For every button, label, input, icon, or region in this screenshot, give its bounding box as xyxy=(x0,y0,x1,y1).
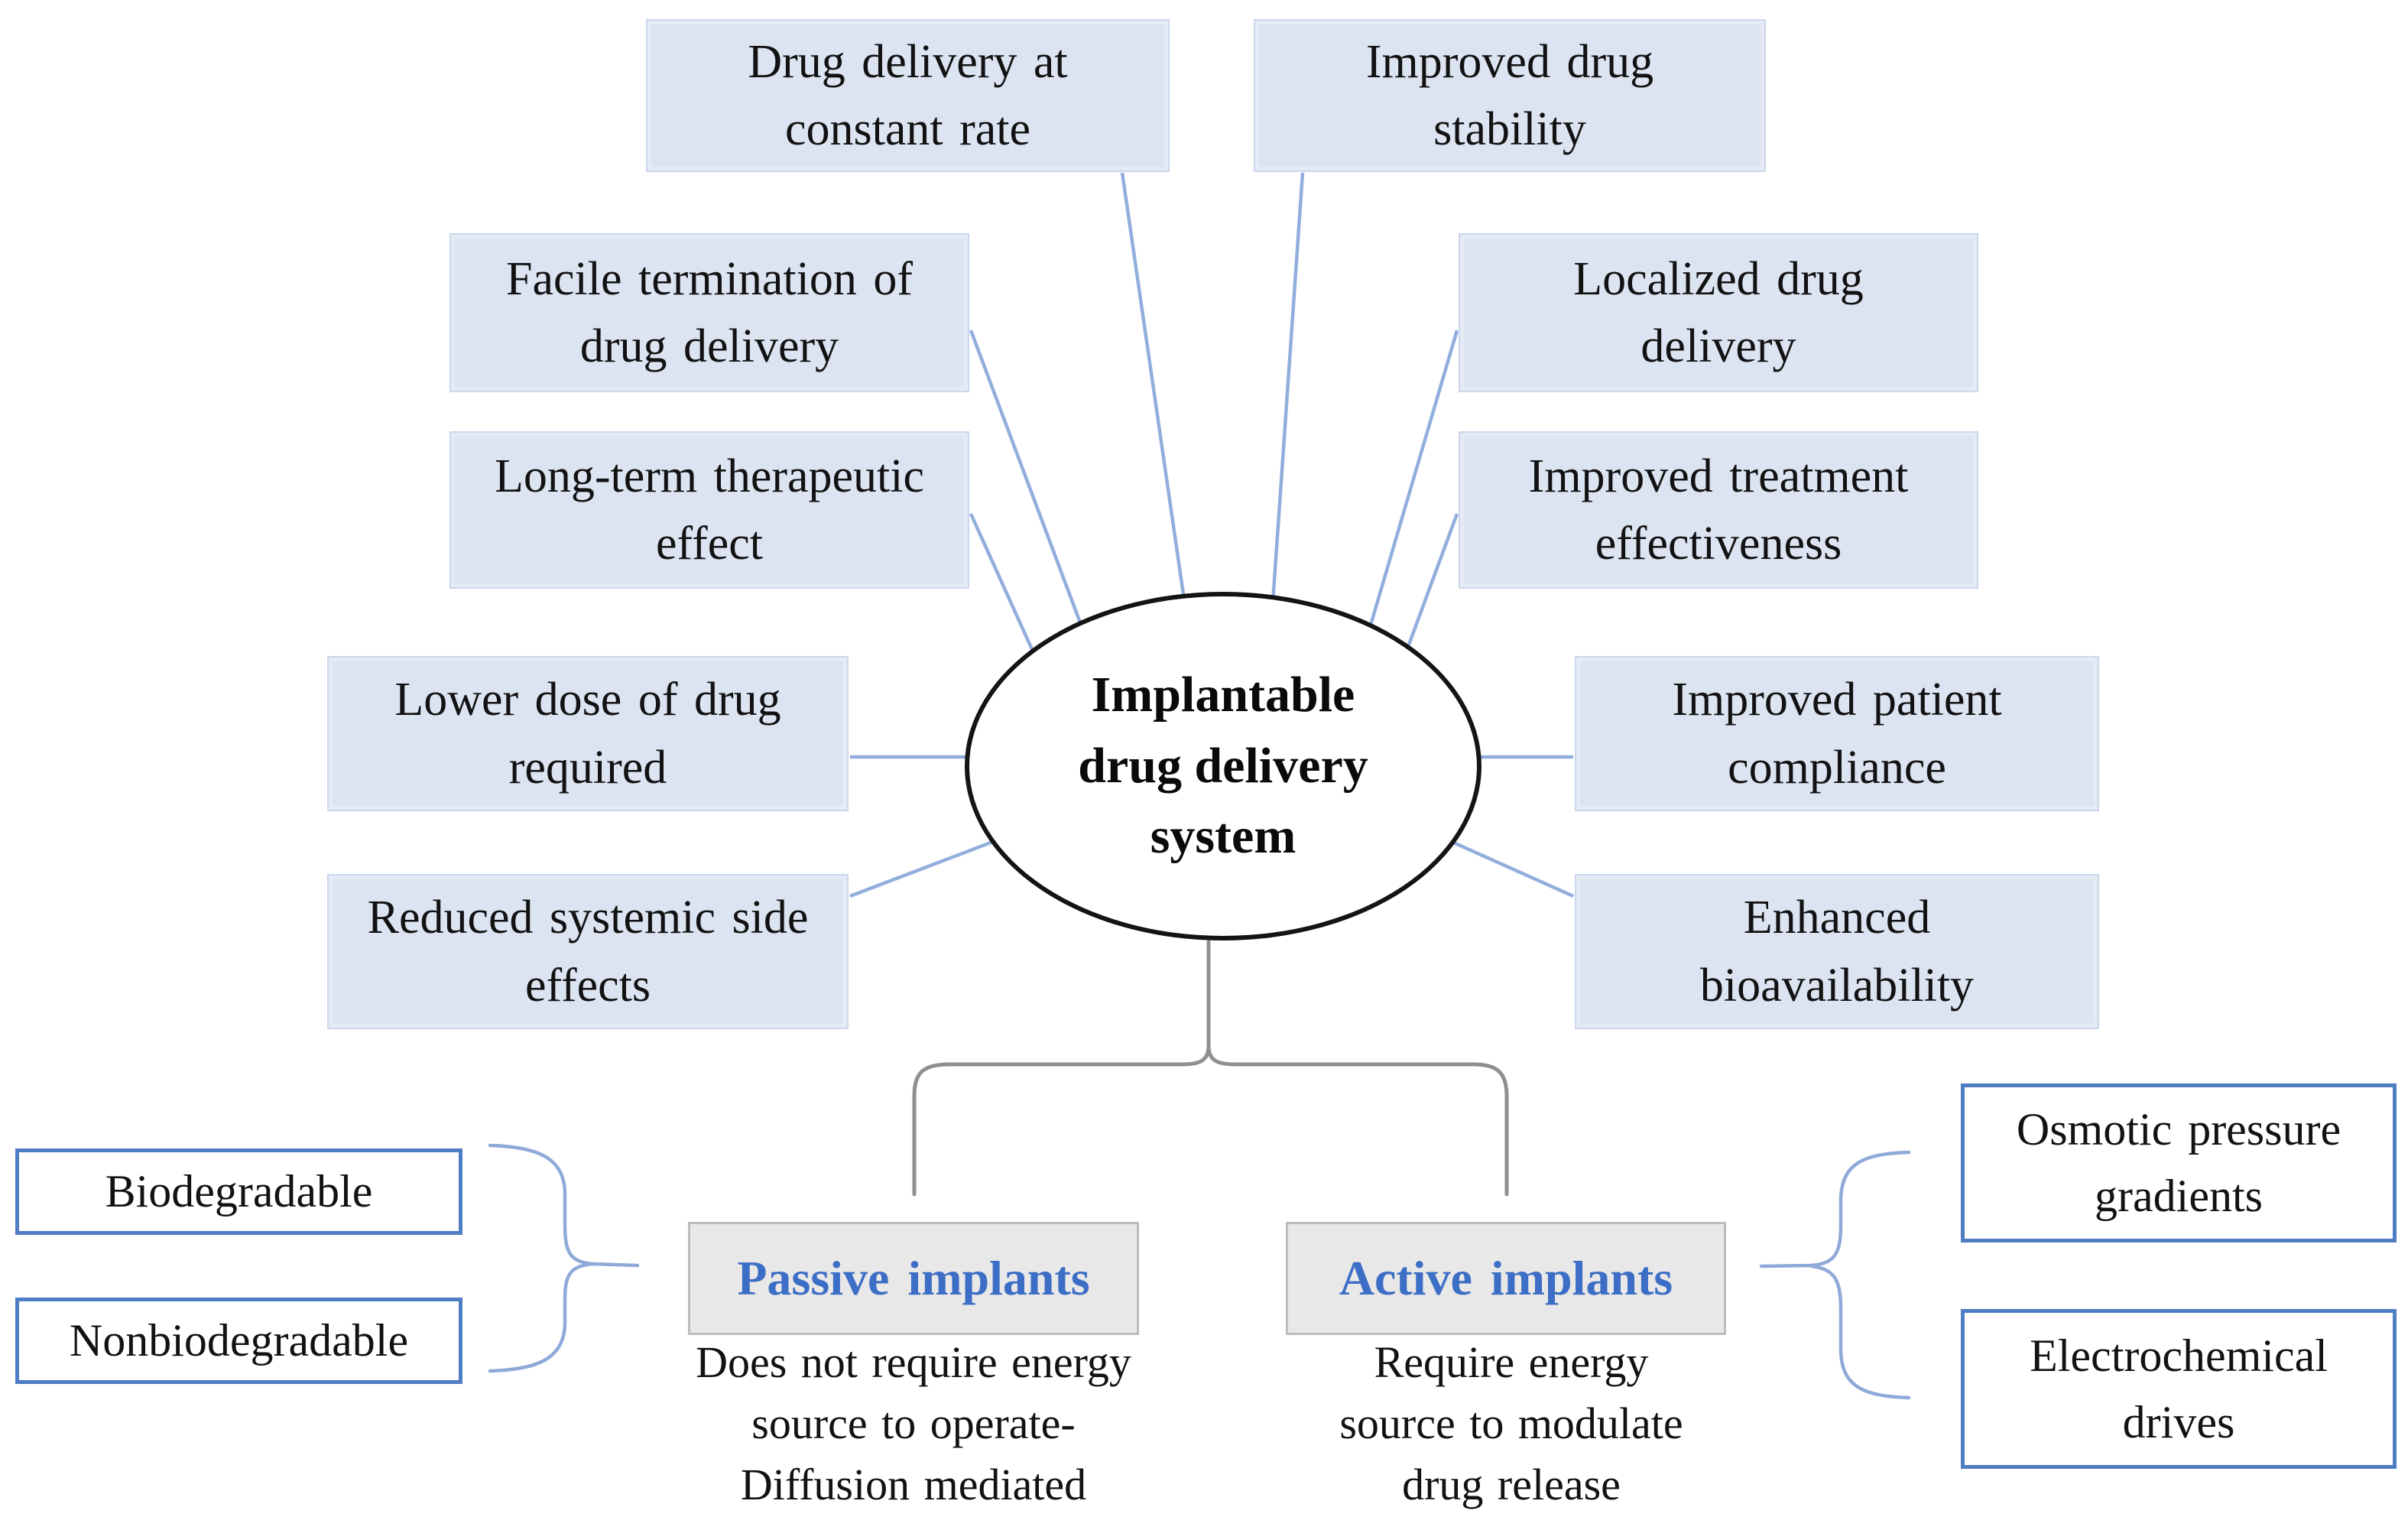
benefit-box-lower-dose: Lower dose of drug required xyxy=(327,656,849,811)
passive-implants-description: Does not require energy source to operat… xyxy=(608,1332,1219,1515)
category-box-active-implants: Active implants xyxy=(1286,1222,1726,1335)
passive-types-brace-lower xyxy=(488,1262,595,1373)
benefit-box-enhanced-bioavailability: Enhanced bioavailability xyxy=(1575,874,2099,1029)
benefit-text: required xyxy=(508,741,667,794)
central-node-implantable-dds: Implantable drug delivery system xyxy=(965,592,1481,940)
benefit-text: Drug delivery at xyxy=(748,35,1068,88)
active-mechanisms-brace xyxy=(1759,1150,1911,1268)
type-box-nonbiodegradable: Nonbiodegradable xyxy=(15,1298,462,1384)
central-node-text: Implantable xyxy=(1091,667,1355,723)
benefit-text: constant rate xyxy=(784,103,1031,155)
passive-types-brace xyxy=(488,1143,640,1268)
description-text: Does not require energy xyxy=(696,1337,1131,1387)
description-text: source to modulate xyxy=(1339,1398,1683,1449)
benefit-text: Lower dose of drug xyxy=(394,674,781,726)
benefit-text: effect xyxy=(656,518,763,570)
benefit-text: Improved drug xyxy=(1365,35,1654,88)
description-text: Require energy xyxy=(1374,1337,1649,1387)
split-bracket-right xyxy=(1206,1044,1509,1197)
benefit-text: stability xyxy=(1433,103,1586,155)
connector-line-constant-rate xyxy=(1120,172,1195,658)
active-mechanisms-brace-lower xyxy=(1809,1264,1911,1400)
mechanism-label: gradients xyxy=(2095,1171,2263,1221)
mechanism-box-electrochemical: Electrochemical drives xyxy=(1961,1309,2397,1469)
type-label: Biodegradable xyxy=(105,1166,373,1217)
benefit-text: Long-term therapeutic xyxy=(494,450,925,502)
benefit-box-localized-delivery: Localized drug delivery xyxy=(1459,233,1978,392)
benefit-text: drug delivery xyxy=(579,320,839,372)
benefit-text: Localized drug xyxy=(1573,252,1864,305)
benefit-box-treatment-effectiveness: Improved treatment effectiveness xyxy=(1459,431,1978,589)
type-box-biodegradable: Biodegradable xyxy=(15,1148,462,1235)
benefit-box-long-term-effect: Long-term therapeutic effect xyxy=(449,431,969,589)
central-node-text: drug delivery xyxy=(1078,737,1368,794)
description-text: source to operate- xyxy=(751,1398,1076,1449)
mechanism-label: Osmotic pressure xyxy=(2016,1104,2341,1155)
type-label: Nonbiodegradable xyxy=(69,1315,409,1366)
description-text: drug release xyxy=(1402,1460,1621,1510)
category-box-passive-implants: Passive implants xyxy=(688,1222,1139,1335)
category-title: Passive implants xyxy=(737,1251,1090,1305)
category-title: Active implants xyxy=(1339,1251,1673,1305)
mechanism-box-osmotic-pressure: Osmotic pressure gradients xyxy=(1961,1083,2397,1243)
benefit-box-patient-compliance: Improved patient compliance xyxy=(1575,656,2099,811)
benefit-text: bioavailability xyxy=(1699,959,1975,1012)
active-implants-description: Require energy source to modulate drug r… xyxy=(1206,1332,1817,1515)
split-bracket-left xyxy=(912,940,1211,1197)
benefit-box-reduced-side-effects: Reduced systemic side effects xyxy=(327,874,849,1029)
benefit-text: delivery xyxy=(1640,320,1796,372)
benefit-text: Facile termination of xyxy=(506,252,913,305)
central-node-text: system xyxy=(1150,808,1296,865)
mechanism-label: Electrochemical xyxy=(2030,1330,2328,1381)
benefit-text: Enhanced xyxy=(1743,892,1931,944)
benefit-text: effectiveness xyxy=(1595,518,1842,570)
benefit-text: compliance xyxy=(1728,741,1946,794)
connector-line-drug-stability xyxy=(1267,172,1305,658)
benefit-text: Reduced systemic side xyxy=(367,892,809,944)
benefit-box-drug-stability: Improved drug stability xyxy=(1254,19,1766,172)
benefit-text: Improved treatment xyxy=(1528,450,1909,502)
mechanism-label: drives xyxy=(2122,1396,2235,1447)
benefit-box-facile-termination: Facile termination of drug delivery xyxy=(449,233,969,392)
benefit-box-constant-rate: Drug delivery at constant rate xyxy=(646,19,1170,172)
description-text: Diffusion mediated xyxy=(740,1460,1087,1510)
benefit-text: Improved patient xyxy=(1672,674,2002,726)
benefit-text: effects xyxy=(524,959,651,1012)
